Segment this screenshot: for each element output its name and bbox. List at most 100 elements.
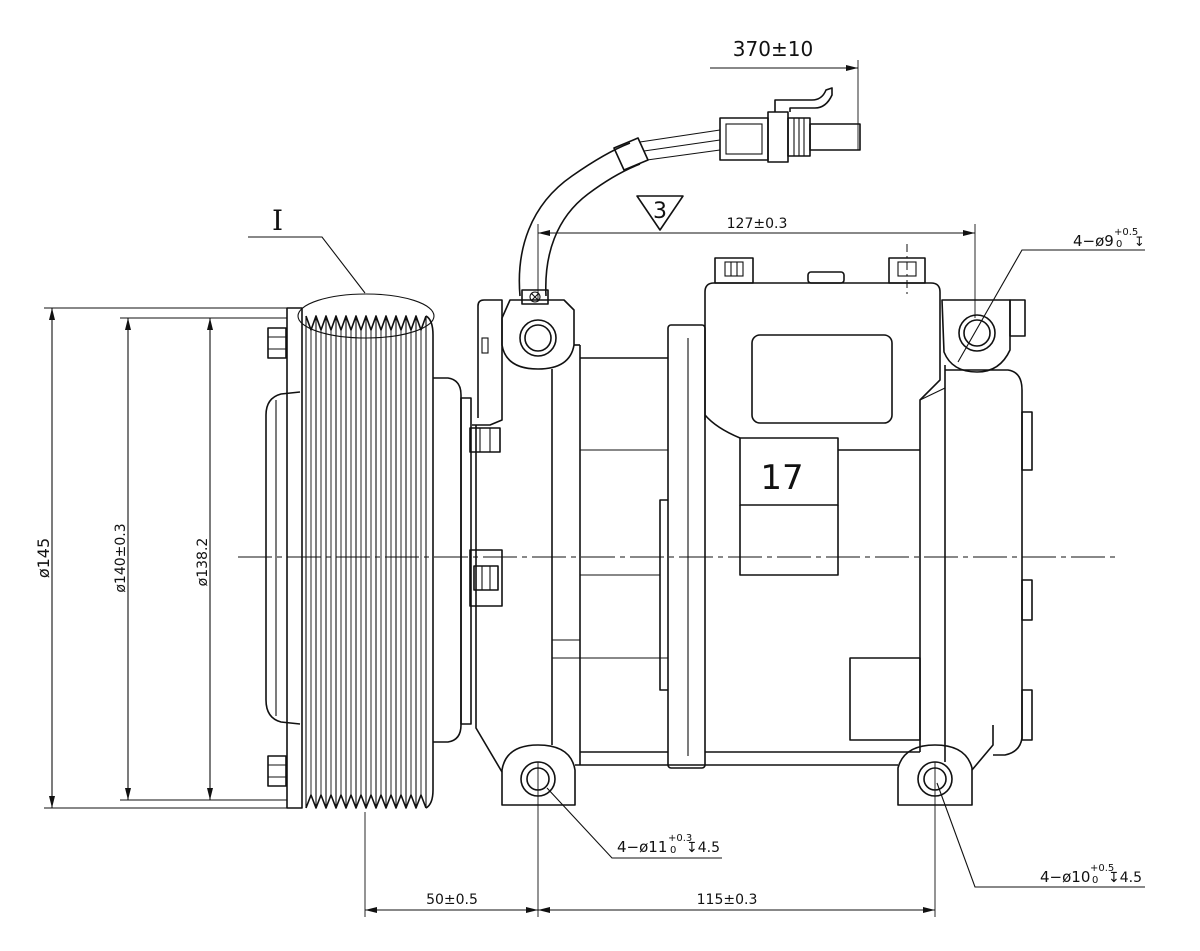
front-bolt-upper-head bbox=[469, 427, 501, 453]
hole-callout-bottom-left-depth: ↧4.5 bbox=[686, 840, 720, 856]
hole-callout-bottom-left-leader bbox=[546, 787, 722, 859]
pulley-assembly bbox=[265, 307, 472, 809]
hub-nut-top bbox=[267, 327, 287, 359]
connector-collar bbox=[767, 111, 789, 163]
hole-callout-bottom-left: 4−ø11 +0.3 0 ↧4.5 bbox=[546, 787, 722, 859]
triangle-note-shape bbox=[636, 195, 684, 231]
top-bolt-right bbox=[888, 244, 926, 296]
hole-callout-top-lower: 0 bbox=[1116, 239, 1122, 250]
part-number-label: 17 bbox=[760, 458, 803, 498]
connector-housing-inner bbox=[725, 123, 763, 155]
front-bolt-upper bbox=[469, 427, 501, 453]
dim-145-label: ø145 bbox=[34, 538, 53, 578]
mount-ear-top-left-body bbox=[501, 299, 575, 370]
lower-block-outline bbox=[739, 505, 839, 576]
hole-callout-bottom-right-leader bbox=[936, 782, 1145, 888]
dim-50-label: 50±0.5 bbox=[426, 892, 478, 908]
rear-lower-bracket bbox=[971, 725, 994, 771]
dim-140-label: ø140±0.3 bbox=[113, 523, 129, 592]
center-band bbox=[667, 324, 706, 769]
front-bracket-tab bbox=[472, 299, 503, 426]
mount-ear-bottom-left bbox=[501, 744, 576, 806]
hole-callout-top-depth: ↧ bbox=[1134, 235, 1145, 250]
top-bolt-left-body bbox=[714, 257, 754, 284]
mount-spacing-top-dimension: 127±0.3 bbox=[537, 216, 976, 318]
hub-nut-bottom bbox=[267, 755, 287, 787]
clutch-coil-ring bbox=[460, 397, 472, 725]
bottom-dimensions: 50±0.5 115±0.3 bbox=[364, 762, 936, 917]
triangle-note-label: 3 bbox=[653, 199, 667, 224]
diameter-dimensions: ø145 ø140±0.3 ø138.2 bbox=[34, 307, 287, 809]
pulley-rim-edge bbox=[425, 315, 434, 809]
hole-callout-bottom-right-upper: +0.5 bbox=[1090, 863, 1114, 874]
hole-callout-top-base: 4−ø9 bbox=[1073, 232, 1114, 250]
mount-ear-top-right bbox=[941, 299, 1026, 373]
top-bolt-left-hex bbox=[724, 261, 744, 277]
dim-138-label: ø138.2 bbox=[195, 538, 211, 587]
connector-ribs bbox=[793, 118, 805, 156]
detail-leader bbox=[248, 236, 366, 294]
bracket-slot bbox=[481, 337, 489, 354]
mount-hole-top-left-outer bbox=[519, 319, 557, 357]
mount-ear-top-right-tab bbox=[1009, 299, 1026, 337]
top-block-window bbox=[751, 334, 893, 424]
connector-plug bbox=[809, 123, 861, 151]
pulley-flange bbox=[286, 307, 303, 809]
hole-callout-bottom-right: 4−ø10 +0.5 0 ↧4.5 bbox=[936, 782, 1145, 888]
cable-clip-screw bbox=[529, 291, 541, 303]
hole-callout-bottom-left-lower: 0 bbox=[670, 845, 676, 856]
clutch-armature-plate bbox=[265, 391, 301, 725]
front-bolt-lower-head bbox=[473, 565, 499, 591]
pulley-groove-valleys bbox=[310, 330, 422, 795]
mount-ear-bottom-right-body bbox=[897, 744, 973, 806]
cable-length-dimension: 370±10 bbox=[710, 37, 859, 150]
lower-right-block bbox=[849, 657, 921, 741]
electrical-connector-assembly bbox=[518, 87, 861, 305]
front-bolt-lower-boss bbox=[469, 549, 503, 607]
connector-wires bbox=[639, 129, 721, 161]
mount-ear-top-left bbox=[501, 299, 575, 370]
mount-hole-top-left bbox=[524, 324, 552, 352]
hub-nut-top-body bbox=[267, 327, 287, 359]
detail-circle bbox=[297, 293, 435, 339]
mount-hole-top-right-outer bbox=[958, 314, 996, 352]
top-bolt-left bbox=[714, 257, 754, 284]
mount-hole-top-right bbox=[963, 319, 991, 347]
rear-chamfer-line bbox=[919, 387, 946, 401]
hub-nut-bottom-body bbox=[267, 755, 287, 787]
rear-tab-upper bbox=[1021, 411, 1033, 471]
cable-inner-edge bbox=[545, 163, 641, 297]
dim-115-label: 115±0.3 bbox=[697, 892, 758, 908]
part-number-box bbox=[739, 437, 839, 506]
top-block-outline bbox=[704, 282, 941, 752]
detail-mark: I bbox=[272, 204, 283, 237]
rear-cover-outline bbox=[945, 369, 1023, 756]
top-block-fillet bbox=[704, 414, 741, 439]
cable-sleeve bbox=[613, 137, 649, 171]
hole-callout-bottom-right-depth: ↧4.5 bbox=[1108, 870, 1142, 886]
hole-callout-top-upper: +0.5 bbox=[1114, 227, 1138, 238]
rear-tab-lower bbox=[1021, 689, 1033, 741]
cable-clip-body bbox=[521, 289, 549, 305]
mount-ear-bottom-left-body bbox=[501, 744, 576, 806]
cable-outer-edge bbox=[518, 142, 631, 297]
hole-callout-top-leader bbox=[957, 249, 1145, 363]
cylinder-step bbox=[659, 499, 668, 691]
pulley-groove-ridges bbox=[305, 316, 427, 808]
compressor-body: 17 bbox=[469, 244, 1033, 806]
hole-callout-bottom-left-base: 4−ø11 bbox=[617, 838, 667, 856]
pulley-hub bbox=[433, 377, 462, 743]
hole-callout-bottom-right-base: 4−ø10 bbox=[1040, 868, 1090, 886]
front-housing-outline bbox=[475, 425, 503, 773]
connector-latch bbox=[774, 87, 833, 112]
cable-clip bbox=[521, 289, 549, 305]
hole-callout-bottom-right-lower: 0 bbox=[1092, 875, 1098, 886]
rear-tab-middle bbox=[1021, 579, 1033, 621]
hole-callout-top: 4−ø9 +0.5 0 ↧ bbox=[957, 227, 1145, 363]
cable-length-label: 370±10 bbox=[733, 37, 813, 61]
hole-callout-bottom-left-upper: +0.3 bbox=[668, 833, 692, 844]
front-bolt-lower bbox=[469, 549, 503, 607]
mount-ear-top-right-body bbox=[941, 299, 1011, 373]
